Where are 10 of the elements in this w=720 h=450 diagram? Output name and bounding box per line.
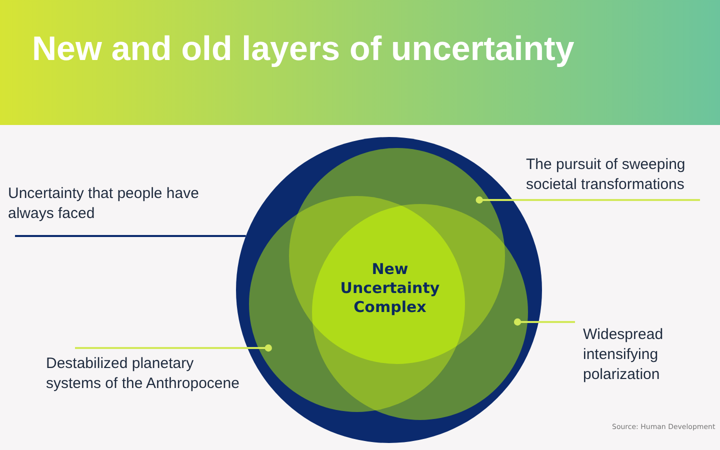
leader-line (15, 235, 246, 237)
callout-text: Destabilized planetary systems of the Anthropocene (46, 354, 240, 394)
callout-text: Uncertainty that people have always faced (8, 184, 200, 224)
title: New and old layers of uncertainty (32, 30, 574, 69)
callout-text: Widespread intensifying polarization (583, 325, 664, 385)
center-label: New Uncertainty Complex (339, 260, 441, 317)
callout-text: The pursuit of sweeping societal transformations (526, 155, 686, 195)
leader-line (75, 344, 272, 352)
leader-line (514, 318, 575, 326)
leader-line (476, 196, 700, 204)
